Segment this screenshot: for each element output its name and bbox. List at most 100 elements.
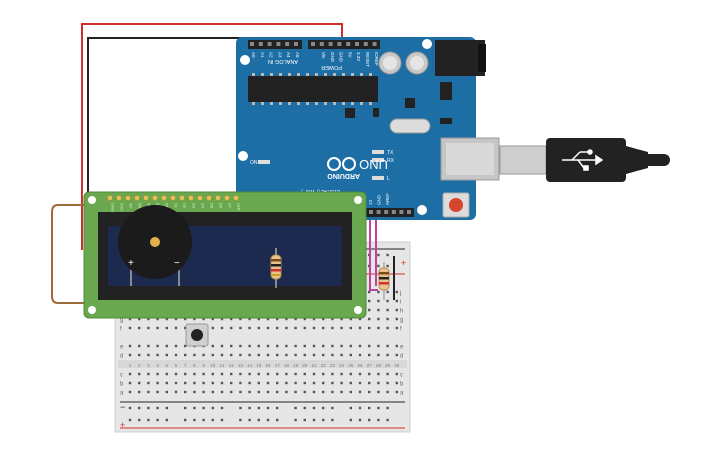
terminal-hole[interactable] <box>340 390 343 394</box>
terminal-hole[interactable] <box>368 308 371 312</box>
rail-hole[interactable] <box>294 406 297 410</box>
terminal-hole[interactable] <box>349 353 352 357</box>
terminal-hole[interactable] <box>386 299 389 303</box>
rail-hole[interactable] <box>138 406 141 410</box>
terminal-hole[interactable] <box>303 390 306 394</box>
rail-hole[interactable] <box>239 406 242 410</box>
rail-hole[interactable] <box>303 418 306 422</box>
terminal-hole[interactable] <box>239 326 242 330</box>
terminal-hole[interactable] <box>386 344 389 348</box>
terminal-hole[interactable] <box>138 372 141 376</box>
terminal-hole[interactable] <box>138 326 141 330</box>
power-pin[interactable] <box>337 42 342 46</box>
terminal-hole[interactable] <box>211 344 214 348</box>
lcd-pin[interactable] <box>152 195 158 201</box>
terminal-hole[interactable] <box>220 344 224 348</box>
terminal-hole[interactable] <box>248 344 251 348</box>
power-header[interactable] <box>308 40 380 49</box>
terminal-hole[interactable] <box>211 317 214 321</box>
terminal-hole[interactable] <box>220 381 224 385</box>
terminal-hole[interactable] <box>285 344 288 348</box>
lcd-pin[interactable] <box>197 195 203 201</box>
terminal-hole[interactable] <box>165 344 168 348</box>
terminal-hole[interactable] <box>340 381 343 385</box>
terminal-hole[interactable] <box>239 390 242 394</box>
rail-hole[interactable] <box>128 418 132 422</box>
terminal-hole[interactable] <box>377 381 380 385</box>
terminal-hole[interactable] <box>377 326 380 330</box>
terminal-hole[interactable] <box>368 326 371 330</box>
digital-pin[interactable] <box>384 210 389 214</box>
rail-hole[interactable] <box>377 418 380 422</box>
terminal-hole[interactable] <box>294 353 297 357</box>
terminal-hole[interactable] <box>220 372 224 376</box>
terminal-hole[interactable] <box>220 390 224 394</box>
terminal-hole[interactable] <box>266 326 270 330</box>
rail-hole[interactable] <box>220 406 224 410</box>
terminal-hole[interactable] <box>266 344 270 348</box>
terminal-hole[interactable] <box>239 372 242 376</box>
rail-hole[interactable] <box>294 418 297 422</box>
wire-red[interactable] <box>81 23 343 250</box>
terminal-hole[interactable] <box>257 317 260 321</box>
terminal-hole[interactable] <box>257 390 260 394</box>
terminal-hole[interactable] <box>211 390 214 394</box>
reset-button[interactable] <box>449 198 463 212</box>
terminal-hole[interactable] <box>386 353 389 357</box>
lcd-pin[interactable] <box>179 195 185 201</box>
terminal-hole[interactable] <box>156 372 159 376</box>
rail-hole[interactable] <box>377 264 380 268</box>
terminal-hole[interactable] <box>230 381 233 385</box>
breadboard-resistor[interactable] <box>378 262 390 300</box>
terminal-hole[interactable] <box>368 290 371 294</box>
terminal-hole[interactable] <box>276 381 279 385</box>
terminal-hole[interactable] <box>193 372 196 376</box>
terminal-hole[interactable] <box>184 390 187 394</box>
terminal-hole[interactable] <box>303 344 306 348</box>
terminal-hole[interactable] <box>358 372 362 376</box>
terminal-hole[interactable] <box>340 317 343 321</box>
terminal-hole[interactable] <box>202 372 205 376</box>
terminal-hole[interactable] <box>276 353 279 357</box>
lcd-pin[interactable] <box>170 195 176 201</box>
terminal-hole[interactable] <box>193 381 196 385</box>
terminal-hole[interactable] <box>257 344 260 348</box>
terminal-hole[interactable] <box>303 353 306 357</box>
terminal-hole[interactable] <box>285 372 288 376</box>
rail-hole[interactable] <box>266 418 270 422</box>
digital-pin[interactable] <box>376 210 381 214</box>
terminal-hole[interactable] <box>358 344 362 348</box>
terminal-hole[interactable] <box>211 326 214 330</box>
digital-header[interactable] <box>366 208 414 217</box>
terminal-hole[interactable] <box>266 353 270 357</box>
terminal-hole[interactable] <box>368 390 371 394</box>
rail-hole[interactable] <box>349 418 352 422</box>
terminal-hole[interactable] <box>368 299 371 303</box>
rail-hole[interactable] <box>248 418 251 422</box>
terminal-hole[interactable] <box>156 390 159 394</box>
terminal-hole[interactable] <box>368 344 371 348</box>
terminal-hole[interactable] <box>303 372 306 376</box>
terminal-hole[interactable] <box>331 317 334 321</box>
terminal-hole[interactable] <box>248 372 251 376</box>
terminal-hole[interactable] <box>147 372 150 376</box>
terminal-hole[interactable] <box>193 353 196 357</box>
power-pin[interactable] <box>328 42 333 46</box>
terminal-hole[interactable] <box>128 317 132 321</box>
terminal-hole[interactable] <box>202 317 205 321</box>
terminal-hole[interactable] <box>349 381 352 385</box>
terminal-hole[interactable] <box>138 390 141 394</box>
terminal-hole[interactable] <box>230 372 233 376</box>
terminal-hole[interactable] <box>165 353 168 357</box>
terminal-hole[interactable] <box>128 390 132 394</box>
terminal-hole[interactable] <box>358 326 362 330</box>
terminal-hole[interactable] <box>202 390 205 394</box>
terminal-hole[interactable] <box>165 390 168 394</box>
terminal-hole[interactable] <box>395 308 398 312</box>
terminal-hole[interactable] <box>322 344 325 348</box>
terminal-hole[interactable] <box>230 317 233 321</box>
rail-hole[interactable] <box>211 418 214 422</box>
terminal-hole[interactable] <box>294 390 297 394</box>
terminal-hole[interactable] <box>395 317 398 321</box>
lcd-pin[interactable] <box>116 195 122 201</box>
